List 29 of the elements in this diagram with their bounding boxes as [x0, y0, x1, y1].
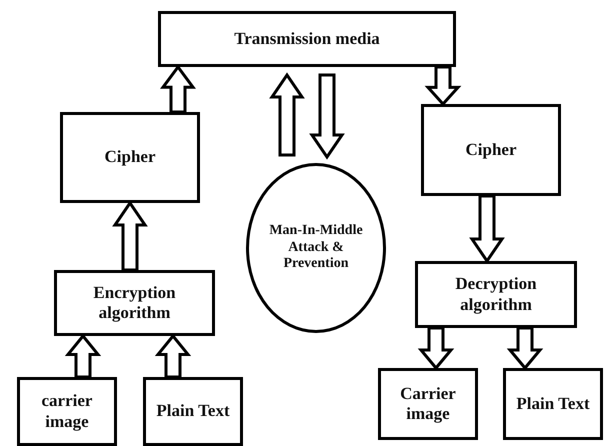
block-arrow [506, 326, 544, 370]
process-box [503, 368, 603, 440]
block-arrow [418, 326, 454, 370]
node-label: Man-In-Middle Attack & Prevention [268, 222, 364, 274]
block-arrow [309, 74, 345, 160]
block-arrow [469, 194, 505, 264]
process-box [378, 368, 478, 440]
block-arrow [424, 66, 462, 106]
node-label: carrier image [40, 391, 94, 432]
process-box [17, 377, 117, 446]
node-label: Decryption algorithm [454, 274, 538, 315]
node-label: Plain Text [156, 401, 230, 422]
node-label: Cipher [104, 147, 156, 168]
block-arrow [269, 72, 305, 156]
node-label: Carrier image [399, 384, 457, 424]
block-arrow [160, 64, 196, 114]
process-box [158, 11, 456, 67]
node-label: Cipher [466, 140, 516, 160]
process-box [415, 261, 577, 328]
node-label: Encryption algorithm [92, 282, 177, 324]
node-label: Plain Text [516, 394, 590, 414]
node-label: Transmission media [234, 28, 380, 50]
block-arrow [64, 334, 102, 378]
process-box [54, 270, 215, 336]
process-box [143, 377, 243, 446]
process-box [421, 104, 561, 196]
process-box [60, 112, 200, 203]
block-arrow [154, 334, 192, 378]
block-arrow [112, 200, 148, 272]
